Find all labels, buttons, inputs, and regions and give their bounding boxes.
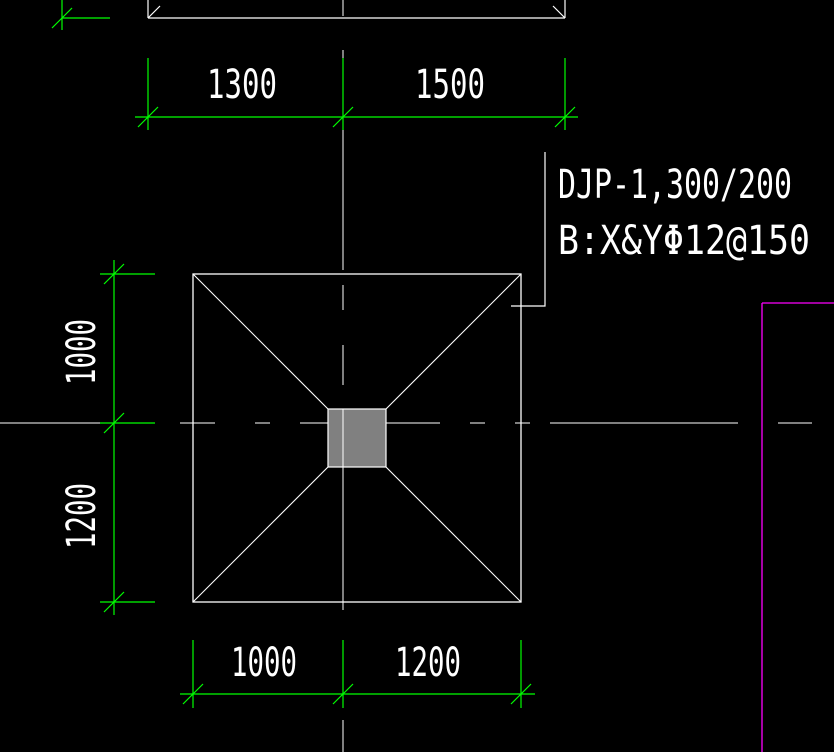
upper-footing-fragment — [147, 0, 566, 19]
bottom-dimension-left-text: 1000 — [231, 640, 297, 686]
label-leader-line — [511, 152, 546, 307]
column-section — [327, 408, 387, 468]
footing-slope-lines — [192, 273, 522, 603]
top-dimension-right-text: 1500 — [415, 62, 485, 108]
top-left-dimension-fragment — [51, 0, 110, 30]
left-dimension-upper-text: 1000 — [59, 319, 105, 385]
top-dimension-chain — [135, 58, 578, 130]
left-dimension-lower-text: 1200 — [59, 483, 105, 549]
adjacent-magenta-element — [761, 302, 834, 752]
bottom-dimension-right-text: 1200 — [395, 640, 461, 686]
top-dimension-left-text: 1300 — [207, 62, 277, 108]
footing-label-line2: B:X&YΦ12@150 — [558, 218, 810, 264]
footing-label-line1: DJP-1,300/200 — [558, 162, 792, 208]
left-dimension-chain — [100, 260, 155, 615]
bottom-dimension-chain — [180, 640, 535, 708]
footing-outline — [192, 273, 522, 603]
